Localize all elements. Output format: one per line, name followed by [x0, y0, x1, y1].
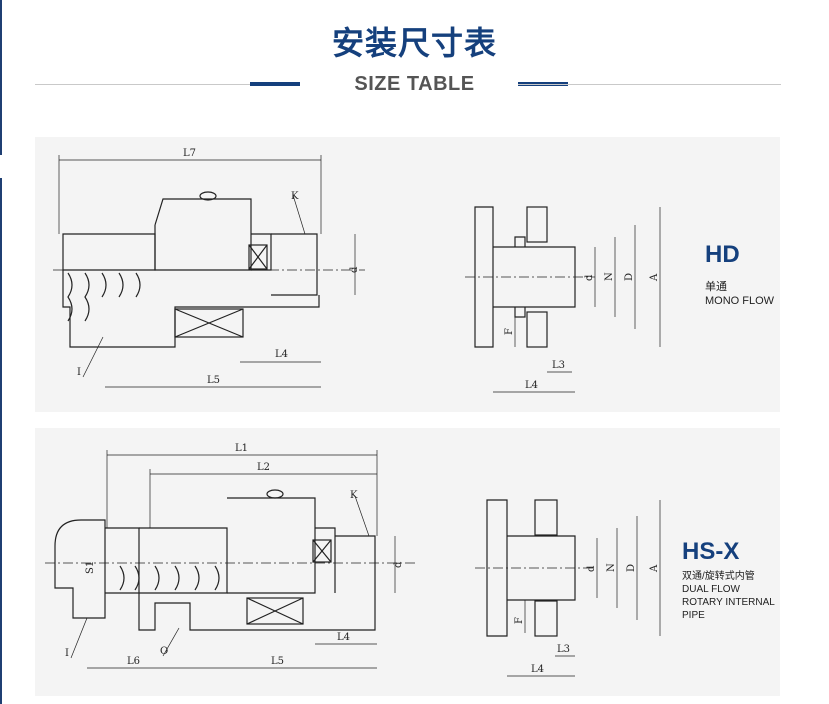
dim-label: L2	[257, 462, 270, 473]
divider-right	[518, 84, 781, 85]
dim-label: F	[514, 617, 525, 624]
dim-label: L5	[207, 375, 220, 386]
desc-line: ROTARY INTERNAL PIPE	[682, 597, 775, 621]
dim-label: L4	[525, 380, 538, 391]
dim-label: A	[649, 273, 660, 282]
dim-label: K	[350, 490, 358, 501]
page-subtitle: SIZE TABLE	[354, 73, 475, 95]
dim-label: I	[77, 367, 81, 378]
model-name: HD	[705, 241, 740, 268]
dim-label: d	[584, 274, 595, 281]
dim-label: I	[65, 648, 69, 659]
dim-label: N	[606, 563, 617, 572]
page-title: 安装尺寸表	[331, 24, 497, 62]
desc-line: 单通	[705, 281, 727, 293]
hsx-technical-drawing: L1 L2 K S1 d L4 L6 O L5 I d N D A F L3 L…	[45, 443, 661, 677]
dim-label: d	[349, 266, 360, 273]
hd-technical-drawing: L7 K d L4 L5 I d N D A F L3 L4	[53, 148, 661, 393]
dim-label: L6	[127, 656, 140, 667]
dim-label: L3	[552, 360, 565, 371]
dim-label: S1	[85, 561, 96, 574]
dim-label: d	[393, 561, 404, 568]
model-description: 双通/旋转式内管 DUAL FLOW ROTARY INTERNAL PIPE	[682, 570, 780, 622]
dim-label: N	[604, 272, 615, 281]
desc-line: MONO FLOW	[705, 295, 775, 307]
dim-label: L3	[557, 644, 570, 655]
dim-label: L4	[337, 632, 350, 643]
model-name: HS-X	[682, 538, 740, 565]
drawing-panel-hsx: L1 L2 K S1 d L4 L6 O L5 I d N D A F L3 L…	[35, 428, 780, 696]
dim-label: L4	[275, 349, 288, 360]
dim-label: L4	[531, 664, 544, 675]
dim-label: L5	[271, 656, 284, 667]
desc-line: DUAL FLOW	[682, 584, 740, 595]
dim-label: L1	[235, 443, 248, 454]
drawing-panel-hd: L7 K d L4 L5 I d N D A F L3 L4 HD 单通 MON…	[35, 137, 780, 412]
left-edge-bar	[0, 0, 2, 155]
left-edge-bar	[0, 178, 2, 704]
dim-label: L7	[183, 148, 196, 159]
dim-label: F	[504, 328, 515, 335]
dim-label: d	[586, 565, 597, 572]
dim-label: D	[624, 273, 635, 281]
dim-label: K	[291, 191, 299, 202]
dim-label: O	[160, 646, 168, 657]
model-description: 单通 MONO FLOW	[705, 280, 774, 308]
divider-accent-left	[250, 82, 300, 86]
dim-label: A	[649, 564, 660, 573]
divider-left	[35, 84, 300, 85]
desc-line: 双通/旋转式内管	[682, 571, 755, 582]
dim-label: D	[626, 564, 637, 572]
